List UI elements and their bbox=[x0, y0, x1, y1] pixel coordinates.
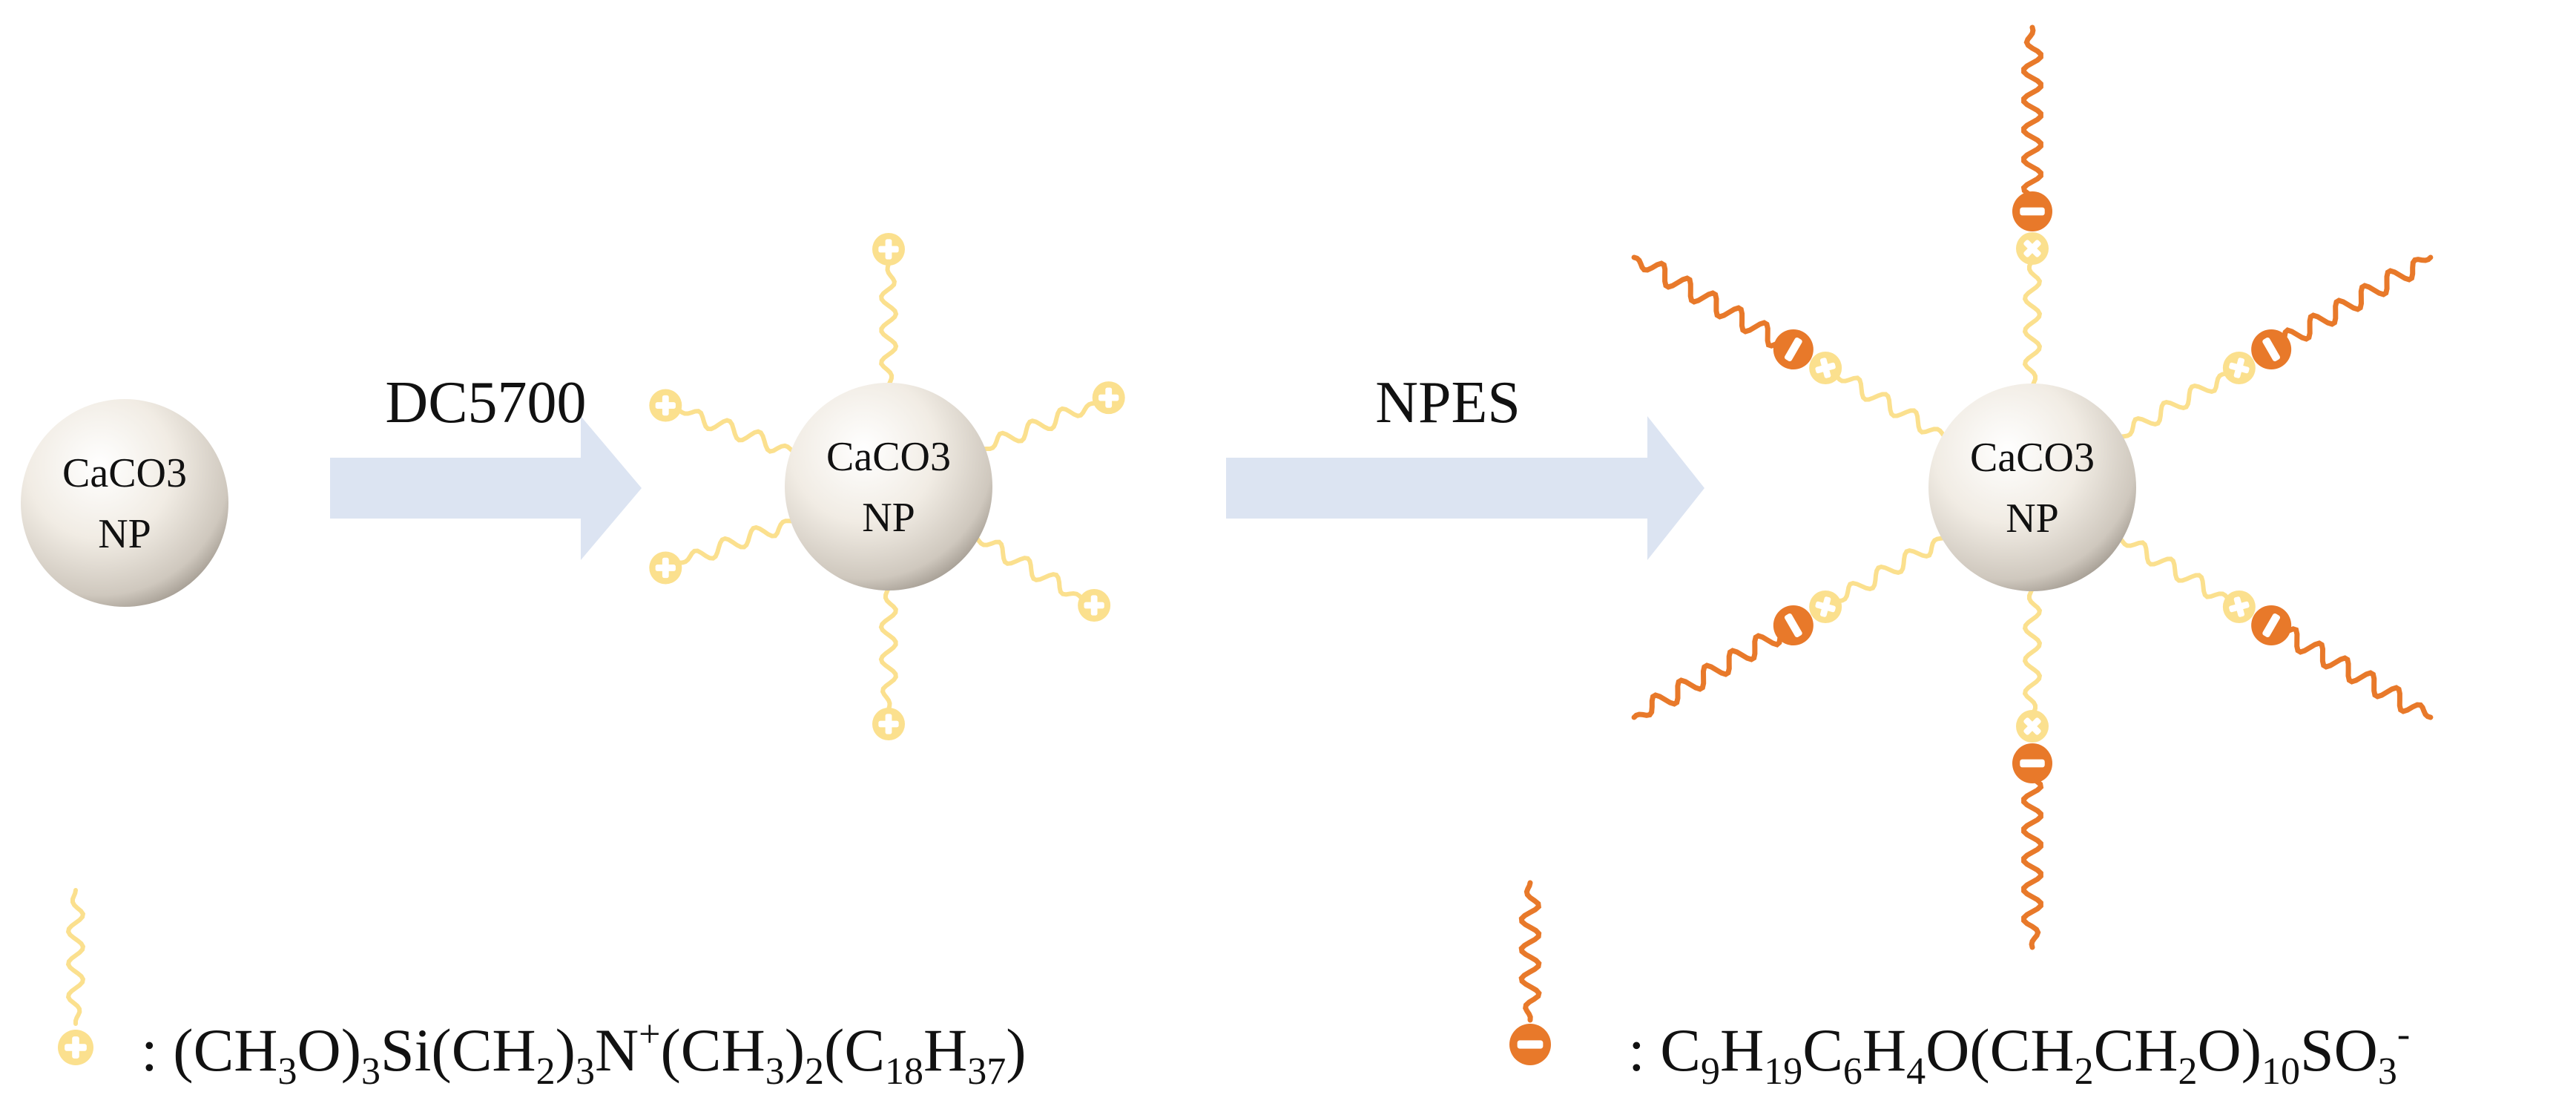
plus-charge-icon bbox=[2222, 352, 2256, 384]
cation-chain bbox=[972, 534, 1084, 600]
caco3-nanoparticle-ion-pair: CaCO3 NP bbox=[1928, 384, 2136, 591]
plus-charge-icon bbox=[1078, 589, 1111, 622]
plus-charge-icon bbox=[2016, 710, 2049, 743]
plus-charged-chain-icon bbox=[58, 888, 93, 1065]
minus-charge-icon bbox=[2012, 191, 2052, 231]
anion-chain bbox=[2021, 760, 2044, 950]
particle-label-line2: NP bbox=[98, 511, 151, 557]
cation-chain bbox=[1831, 535, 1949, 605]
cation-chain bbox=[978, 401, 1098, 452]
cation-chain bbox=[2116, 370, 2234, 440]
plus-charge-icon bbox=[872, 708, 905, 740]
caco3-nanoparticle-cationic: CaCO3 NP bbox=[785, 383, 992, 590]
plus-charge-icon bbox=[58, 1030, 93, 1065]
anion-chain bbox=[2020, 24, 2043, 214]
cation-chain bbox=[878, 584, 898, 711]
anion-chain bbox=[2268, 254, 2434, 352]
particle-label-line2: NP bbox=[862, 495, 915, 541]
anion-chain bbox=[2268, 622, 2434, 720]
legend-cation-formula: : (CH3O)3Si(CH2)3N+(CH3)2(C18H37) bbox=[141, 1013, 1027, 1093]
process-arrow-2 bbox=[1226, 416, 1704, 560]
step-label-npes: NPES bbox=[1375, 370, 1521, 435]
particle-label-line1: CaCO3 bbox=[62, 450, 187, 496]
minus-charge-icon bbox=[2251, 329, 2292, 369]
anion-chain bbox=[1631, 254, 1796, 352]
particle-label-line2: NP bbox=[2006, 496, 2059, 542]
particle-label-line1: CaCO3 bbox=[1970, 435, 2095, 481]
minus-charge-icon bbox=[2251, 605, 2292, 645]
cation-chain bbox=[2022, 585, 2043, 720]
cation-chain bbox=[1831, 370, 1949, 440]
cation-chain bbox=[2022, 255, 2043, 390]
legend-anion-formula: : C9H19C6H4O(CH2CH2O)10SO3- bbox=[1628, 1013, 2410, 1093]
minus-charged-chain-icon bbox=[1509, 880, 1551, 1065]
cation-chain bbox=[2116, 535, 2234, 605]
cation-chain bbox=[677, 408, 798, 455]
cation-chain bbox=[879, 262, 899, 389]
minus-charge-icon bbox=[1773, 329, 1814, 369]
step-label-dc5700: DC5700 bbox=[385, 370, 586, 435]
plus-charge-icon bbox=[2016, 232, 2049, 265]
plus-charge-icon bbox=[1809, 590, 1842, 623]
caco3-nanoparticle-bare: CaCO3 NP bbox=[21, 399, 228, 607]
particle-label-line1: CaCO3 bbox=[826, 434, 951, 480]
ion-pair-chains-group bbox=[1631, 24, 2434, 950]
plus-charge-icon bbox=[1092, 381, 1125, 415]
plus-charge-icon bbox=[649, 551, 682, 585]
plus-charge-icon bbox=[872, 233, 905, 266]
minus-charge-icon bbox=[1773, 605, 1814, 645]
plus-charge-icon bbox=[649, 389, 682, 422]
minus-charge-icon bbox=[1509, 1024, 1551, 1065]
plus-charge-icon bbox=[2222, 590, 2256, 623]
minus-charge-icon bbox=[2012, 743, 2052, 783]
plus-charge-icon bbox=[1809, 352, 1842, 384]
cation-chain bbox=[677, 518, 798, 565]
process-arrow-1 bbox=[330, 416, 642, 560]
anion-chain bbox=[1631, 622, 1796, 720]
cationic-chains-group bbox=[649, 233, 1125, 740]
